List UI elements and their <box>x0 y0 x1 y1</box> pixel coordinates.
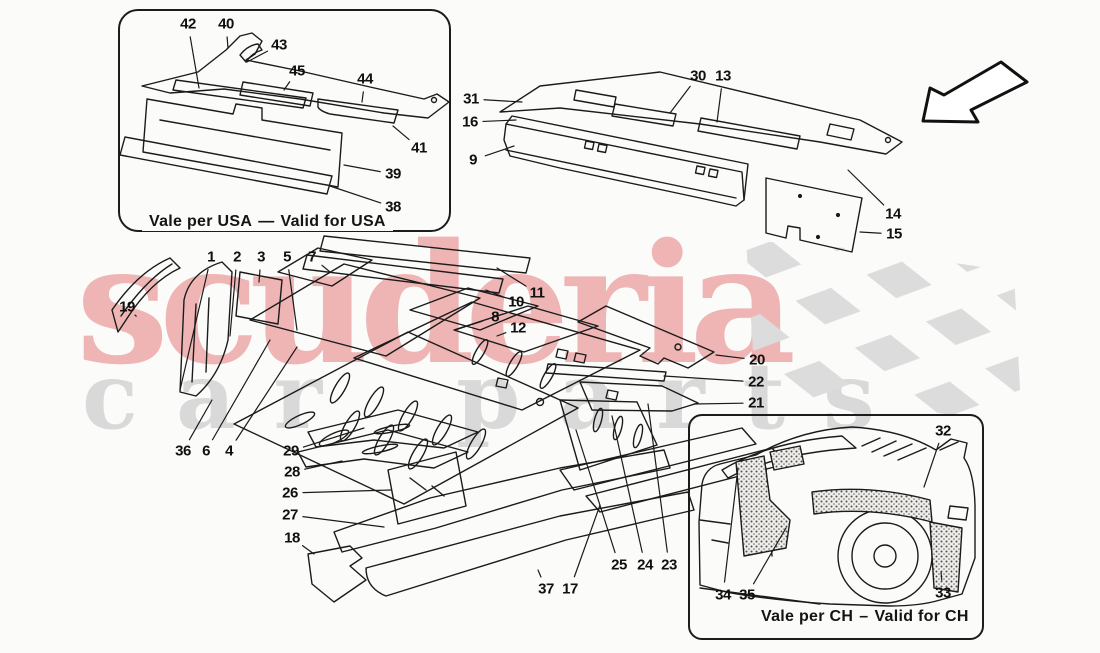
direction-arrow-icon <box>921 60 1029 124</box>
callout-leader-lines <box>134 36 943 585</box>
callout-label-35: 35 <box>739 586 755 604</box>
ch-variant-box <box>688 414 984 640</box>
callout-label-1: 1 <box>207 248 215 266</box>
callout-label-23: 23 <box>661 556 677 574</box>
callout-label-30: 30 <box>690 67 706 85</box>
usa-caption: Vale per USA — Valid for USA <box>142 213 393 231</box>
usa-box-parts <box>119 32 450 195</box>
callout-label-41: 41 <box>411 139 427 157</box>
ch-box-car <box>698 426 976 607</box>
callout-label-39: 39 <box>385 165 401 183</box>
callout-label-10: 10 <box>508 293 524 311</box>
callout-label-25: 25 <box>611 556 627 574</box>
callout-label-14: 14 <box>885 205 901 223</box>
callout-label-31: 31 <box>463 90 479 108</box>
callout-label-19: 19 <box>119 298 135 316</box>
firewall-parts <box>499 71 903 253</box>
ch-caption: Vale per CH–Valid for CH <box>754 608 976 626</box>
callout-label-9: 9 <box>469 151 477 169</box>
callout-label-17: 17 <box>562 580 578 598</box>
callout-label-28: 28 <box>284 463 300 481</box>
callout-label-36: 36 <box>175 442 191 460</box>
callout-label-29: 29 <box>283 442 299 460</box>
callout-label-45: 45 <box>289 62 305 80</box>
callout-label-26: 26 <box>282 484 298 502</box>
callout-label-18: 18 <box>284 529 300 547</box>
callout-label-15: 15 <box>886 225 902 243</box>
callout-label-11: 11 <box>529 284 545 302</box>
callout-label-12: 12 <box>510 319 526 337</box>
ch-caption-italian: Vale per CH <box>761 608 854 625</box>
callout-label-44: 44 <box>357 70 373 88</box>
usa-variant-box <box>118 9 451 232</box>
callout-label-8: 8 <box>491 308 499 326</box>
callout-label-27: 27 <box>282 506 298 524</box>
ch-caption-english: Valid for CH <box>874 608 969 625</box>
callout-label-34: 34 <box>715 586 731 604</box>
callout-label-4: 4 <box>225 442 233 460</box>
callout-label-3: 3 <box>257 248 265 266</box>
usa-caption-separator: — <box>258 213 275 230</box>
callout-label-43: 43 <box>271 36 287 54</box>
floor-parts <box>111 235 787 603</box>
callout-label-21: 21 <box>748 394 764 412</box>
callout-label-5: 5 <box>283 248 291 266</box>
callout-label-42: 42 <box>180 15 196 33</box>
usa-caption-english: Valid for USA <box>280 213 386 230</box>
callout-label-16: 16 <box>462 113 478 131</box>
callout-label-13: 13 <box>715 67 731 85</box>
callout-label-33: 33 <box>935 584 951 602</box>
callout-label-37: 37 <box>538 580 554 598</box>
callout-label-40: 40 <box>218 15 234 33</box>
checkered-flag <box>746 240 1022 428</box>
callout-label-22: 22 <box>748 373 764 391</box>
callout-label-20: 20 <box>749 351 765 369</box>
callout-label-7: 7 <box>308 248 316 266</box>
callout-label-2: 2 <box>233 248 241 266</box>
ch-caption-separator: – <box>859 608 869 625</box>
callout-label-24: 24 <box>637 556 653 574</box>
usa-caption-italian: Vale per USA <box>149 213 253 230</box>
callout-label-32: 32 <box>935 422 951 440</box>
callout-label-38: 38 <box>385 198 401 216</box>
callout-label-6: 6 <box>202 442 210 460</box>
